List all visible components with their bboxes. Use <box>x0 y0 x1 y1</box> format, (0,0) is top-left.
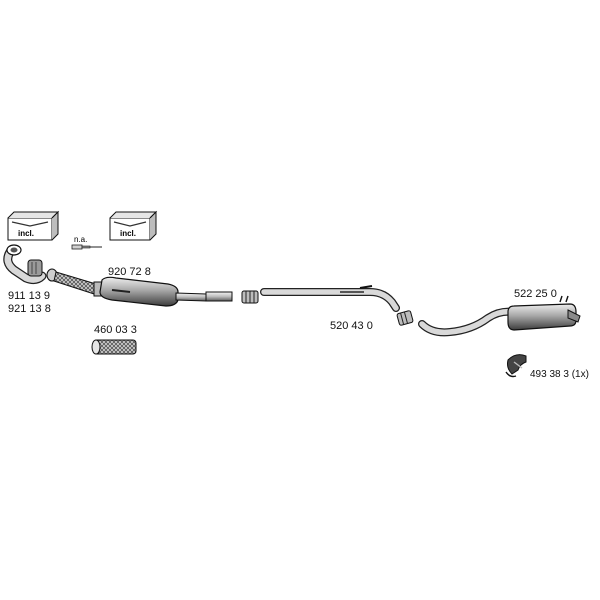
lambda-sensor: n.a. <box>71 235 102 250</box>
rubber-hanger <box>505 354 527 378</box>
part-number-rear-silencer: 522 25 0 <box>514 288 557 300</box>
catalyst-assembly <box>46 268 233 307</box>
not-available-label: n.a. <box>74 235 87 244</box>
front-pipe <box>3 244 47 285</box>
included-kit-box-1: incl. <box>7 210 60 241</box>
included-kit-label-1: incl. <box>18 229 34 238</box>
flex-pipe <box>91 339 137 355</box>
pipe-clamp-1 <box>241 290 259 304</box>
part-number-front-pipe-a: 911 13 9 <box>8 290 51 302</box>
pipe-clamp-2 <box>396 310 414 326</box>
part-number-catalyst: 920 72 8 <box>108 266 151 278</box>
part-number-hanger: 493 38 3 (1x) <box>530 369 589 380</box>
part-number-flex-pipe: 460 03 3 <box>94 324 137 336</box>
middle-pipe <box>260 285 400 312</box>
part-number-front-pipe-b: 921 13 8 <box>8 303 51 315</box>
included-kit-box-2: incl. <box>109 210 158 241</box>
included-kit-label-2: incl. <box>120 229 136 238</box>
part-number-middle-pipe: 520 43 0 <box>330 320 373 332</box>
rear-silencer <box>418 295 581 337</box>
